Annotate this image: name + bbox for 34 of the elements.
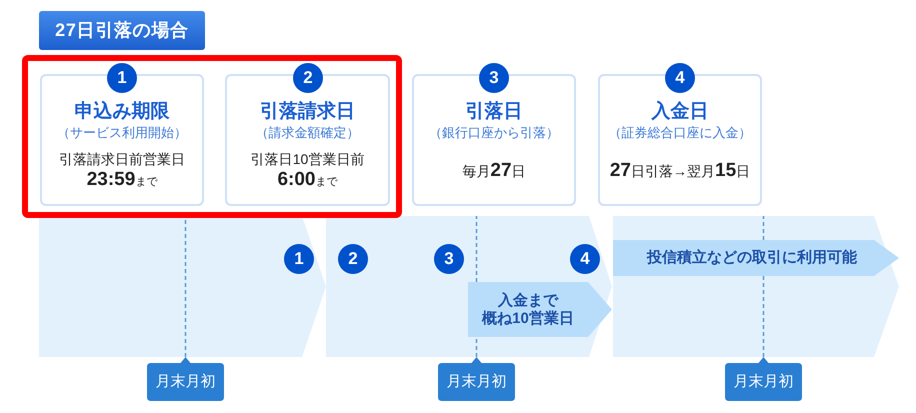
- step-number-badge: 1: [107, 63, 137, 93]
- arrow-label: 投信積立などの取引に利用可能: [647, 249, 857, 267]
- step-detail: 引落請求日前営業日: [59, 150, 185, 168]
- step-detail: 23:59まで: [86, 168, 158, 192]
- title-banner: 27日引落の場合: [39, 11, 205, 50]
- arrow-label: 入金まで: [498, 292, 558, 310]
- month-end-tag: 月末月初: [438, 357, 515, 401]
- step-title: 入金日: [652, 100, 708, 124]
- arrow-callout: [613, 240, 899, 276]
- highlight-frame: [22, 55, 402, 218]
- arrow-callout: [468, 282, 612, 337]
- chevron-band: [39, 216, 326, 357]
- step-number-badge: 3: [479, 63, 509, 93]
- dashed-marker-line: [762, 276, 764, 357]
- step-subtitle: （銀行口座から引落）: [429, 124, 559, 142]
- chevron-band: [613, 216, 899, 357]
- step-title: 引落日: [466, 100, 522, 124]
- dashed-marker-line: [762, 216, 764, 240]
- step-subtitle: （証券総合口座に入金）: [608, 124, 752, 142]
- step-subtitle: （請求金額確定）: [256, 124, 360, 142]
- step-title: 申込み期限: [74, 100, 170, 124]
- month-end-tag: 月末月初: [725, 357, 802, 401]
- step-title: 引落請求日: [260, 100, 355, 124]
- arrow-label: 概ね10営業日: [482, 310, 574, 328]
- month-end-tag: 月末月初: [147, 357, 224, 401]
- dashed-marker-line: [476, 216, 478, 282]
- chevron-band: [326, 216, 612, 357]
- step-subtitle: （サービス利用開始）: [57, 124, 187, 142]
- step-detail: 引落日10営業日前: [250, 150, 364, 168]
- step-number-badge: 2: [293, 63, 323, 93]
- step-detail: 6:00まで: [277, 168, 338, 192]
- dashed-marker-line: [476, 337, 478, 357]
- step-detail: 毎月27日: [462, 161, 526, 181]
- step-number-badge: 4: [665, 63, 695, 93]
